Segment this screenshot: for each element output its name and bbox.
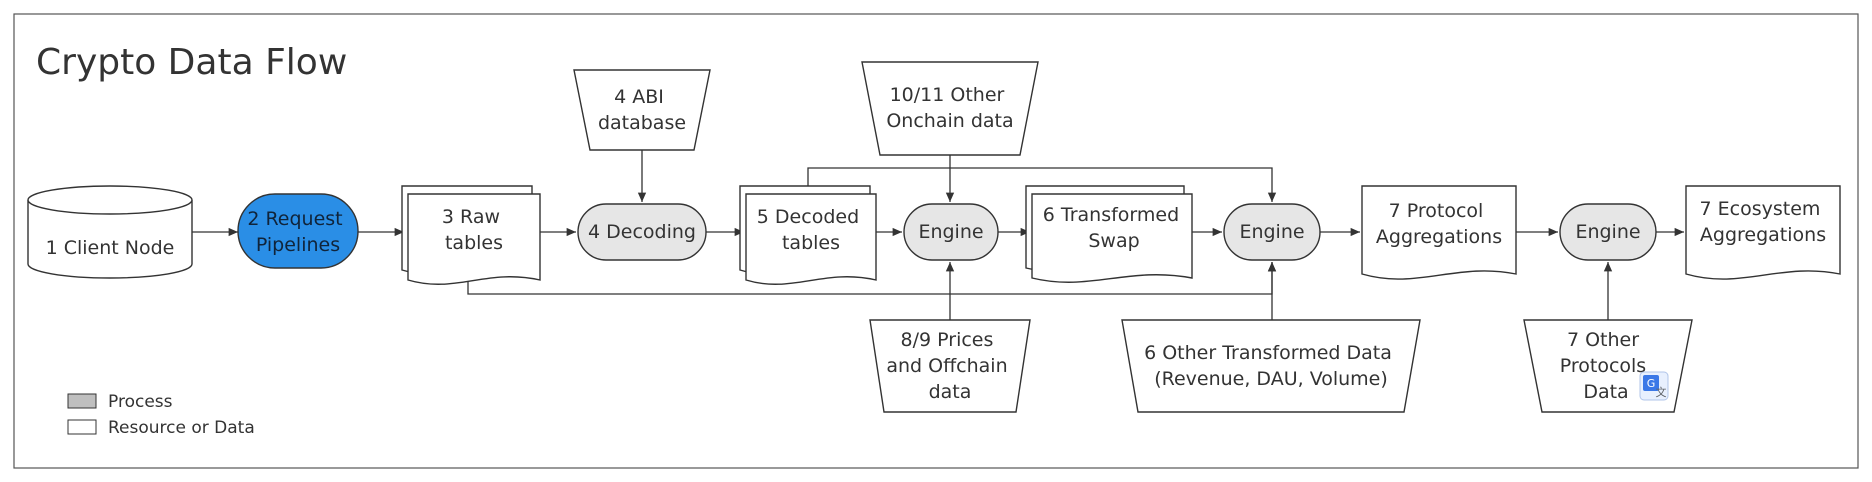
google-translate-icon[interactable]: G 文 (1639, 371, 1669, 401)
node-label: 6 Other Transformed Data (Revenue, DAU, … (1144, 342, 1398, 390)
node-decoded-tables: 5 Decoded tables (739, 185, 877, 285)
node-label: 7 Other Protocols Data (1560, 329, 1653, 403)
node-other-onchain-data: 10/11 Other Onchain data (861, 61, 1039, 156)
node-request-pipelines: 2 Request Pipelines (237, 193, 359, 269)
node-label: 7 Ecosystem Aggregations (1700, 198, 1827, 246)
node-raw-tables: 3 Raw tables (401, 185, 541, 285)
node-transformed-swap: 6 Transformed Swap (1025, 185, 1193, 283)
svg-text:G: G (1647, 377, 1656, 390)
legend-process-label: Process (108, 392, 173, 412)
legend: Process Resource or Data (67, 392, 255, 438)
node-label: 4 ABI database (598, 86, 686, 134)
node-label: 8/9 Prices and Offchain data (886, 329, 1013, 403)
edge-decoded-top-to-engine2 (807, 167, 1277, 202)
node-prices-offchain-data: 8/9 Prices and Offchain data (869, 319, 1031, 413)
node-label: 4 Decoding (588, 221, 696, 243)
node-engine-3: Engine (1559, 203, 1657, 261)
node-label: 6 Transformed Swap (1043, 204, 1185, 252)
node-label: Engine (918, 221, 983, 243)
node-abi-database: 4 ABI database (573, 69, 711, 151)
node-label: 5 Decoded tables (757, 206, 865, 254)
legend-resource-swatch (67, 419, 97, 435)
svg-text:文: 文 (1656, 385, 1667, 399)
node-label: 1 Client Node (46, 237, 175, 259)
node-ecosystem-aggregations: 7 Ecosystem Aggregations (1685, 185, 1841, 280)
node-label: Engine (1239, 221, 1304, 243)
node-client-node: 1 Client Node (27, 185, 193, 279)
node-label: 7 Protocol Aggregations (1376, 200, 1502, 248)
node-engine-1: Engine (903, 203, 999, 261)
node-engine-2: Engine (1223, 203, 1321, 261)
node-label: Engine (1575, 221, 1640, 243)
node-protocol-aggregations: 7 Protocol Aggregations (1361, 185, 1517, 280)
legend-resource-label: Resource or Data (108, 418, 255, 438)
node-label: 2 Request Pipelines (247, 208, 348, 256)
node-other-transformed-data: 6 Other Transformed Data (Revenue, DAU, … (1121, 319, 1421, 413)
legend-process-swatch (67, 393, 97, 409)
node-label: 10/11 Other Onchain data (886, 84, 1013, 132)
connectors (192, 150, 1684, 320)
page-title: Crypto Data Flow (36, 42, 347, 83)
node-decoding: 4 Decoding (577, 203, 707, 261)
node-label: 3 Raw tables (442, 206, 506, 254)
